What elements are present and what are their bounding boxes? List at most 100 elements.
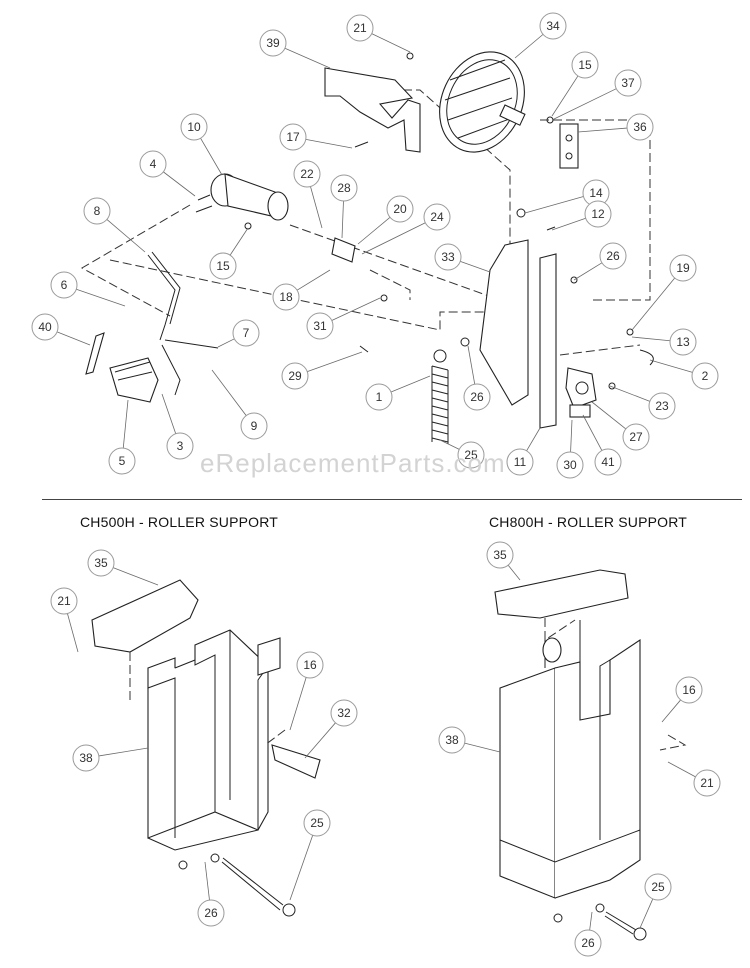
- callout-label: 4: [150, 157, 157, 171]
- callout-label: 12: [591, 207, 605, 221]
- callout-leader: [98, 747, 149, 757]
- cover-35-right: [494, 569, 629, 619]
- callout-leader: [56, 331, 91, 346]
- callout-label: 25: [651, 880, 665, 894]
- callout-label: 26: [204, 906, 218, 920]
- valve-5: [109, 357, 159, 403]
- callout-14: 14: [524, 179, 610, 214]
- callout-16: 16: [289, 651, 324, 731]
- callout-2: 2: [649, 359, 719, 390]
- callout-leader: [589, 911, 593, 931]
- callout-label: 15: [216, 259, 230, 273]
- channel-11: [539, 253, 557, 429]
- callout-leader: [204, 861, 210, 901]
- callout-5: 5: [108, 399, 136, 475]
- housing-38-right: [499, 667, 556, 899]
- callout-label: 28: [337, 181, 351, 195]
- callout-leader: [667, 761, 696, 778]
- callout-40: 40: [31, 313, 91, 346]
- callout-leader: [609, 385, 651, 402]
- callout-41: 41: [582, 414, 622, 476]
- callout-label: 25: [310, 816, 324, 830]
- callout-19: 19: [631, 254, 697, 331]
- callout-label: 14: [589, 186, 603, 200]
- callout-circle: [584, 200, 612, 228]
- callout-circle: [166, 432, 194, 460]
- callout-circle: [434, 243, 462, 271]
- callout-leader: [296, 269, 331, 291]
- callout-circle: [463, 383, 491, 411]
- ch800h-title: CH800H - ROLLER SUPPORT: [489, 514, 688, 530]
- callout-34: 34: [514, 12, 567, 59]
- callout-circle: [180, 113, 208, 141]
- callout-leader: [639, 898, 654, 929]
- callout-circle: [108, 447, 136, 475]
- callout-label: 33: [441, 250, 455, 264]
- callout-circle: [594, 448, 622, 476]
- callout-30: 30: [556, 419, 584, 479]
- callout-39: 39: [259, 29, 331, 69]
- callout-circle: [423, 203, 451, 231]
- callout-22: 22: [293, 160, 323, 229]
- bracket-32: [271, 744, 321, 779]
- callout-leader: [112, 567, 159, 586]
- callout-label: 17: [286, 130, 300, 144]
- callout-leader: [163, 171, 196, 197]
- section-divider: [42, 499, 742, 500]
- callout-24: 24: [361, 203, 451, 255]
- callout-label: 23: [655, 399, 669, 413]
- callout-circle: [539, 12, 567, 40]
- callout-leader: [289, 677, 307, 731]
- callout-label: 27: [629, 430, 643, 444]
- coupler-28: [331, 237, 356, 263]
- callout-circle: [293, 160, 321, 188]
- callout-leader: [526, 427, 541, 451]
- callout-label: 34: [546, 19, 560, 33]
- callout-label: 10: [187, 120, 201, 134]
- callout-circle: [386, 195, 414, 223]
- callout-38: 38: [438, 726, 501, 754]
- ch500h-title: CH500H - ROLLER SUPPORT: [80, 514, 279, 530]
- callout-circle: [139, 150, 167, 178]
- callout-label: 40: [38, 320, 52, 334]
- callout-circle: [296, 651, 324, 679]
- callout-leader: [649, 359, 693, 373]
- callout-label: 6: [61, 278, 68, 292]
- callout-circle: [556, 451, 584, 479]
- roller-34: [439, 51, 526, 153]
- callout-25: 25: [289, 809, 331, 901]
- callout-33: 33: [434, 243, 491, 273]
- callout-label: 21: [700, 776, 714, 790]
- callout-label: 37: [621, 76, 635, 90]
- callout-26: 26: [573, 242, 627, 281]
- ch800h-assembly: [494, 569, 687, 941]
- callout-circle: [648, 392, 676, 420]
- callout-circle: [31, 313, 59, 341]
- callout-8: 8: [83, 197, 146, 253]
- callout-leader: [524, 196, 584, 214]
- callout-label: 7: [243, 326, 250, 340]
- callout-17: 17: [279, 123, 353, 151]
- callout-leader: [304, 722, 336, 759]
- callout-leader: [661, 699, 681, 723]
- callout-label: 21: [353, 21, 367, 35]
- callout-label: 38: [445, 733, 459, 747]
- callout-label: 18: [279, 290, 293, 304]
- callout-21: 21: [346, 14, 411, 53]
- callout-circle: [669, 328, 697, 356]
- hose-9: [161, 344, 181, 396]
- callout-label: 29: [288, 369, 302, 383]
- callout-18: 18: [272, 269, 331, 311]
- callout-4: 4: [139, 150, 196, 197]
- callout-23: 23: [609, 385, 676, 420]
- callout-circle: [306, 312, 334, 340]
- callout-label: 11: [514, 455, 527, 469]
- callout-label: 32: [337, 706, 351, 720]
- callout-circle: [279, 123, 307, 151]
- callout-circle: [691, 362, 719, 390]
- callout-15: 15: [209, 227, 249, 280]
- callout-leader: [371, 33, 411, 53]
- side-plate-33: [479, 239, 529, 406]
- callout-leader: [106, 219, 146, 253]
